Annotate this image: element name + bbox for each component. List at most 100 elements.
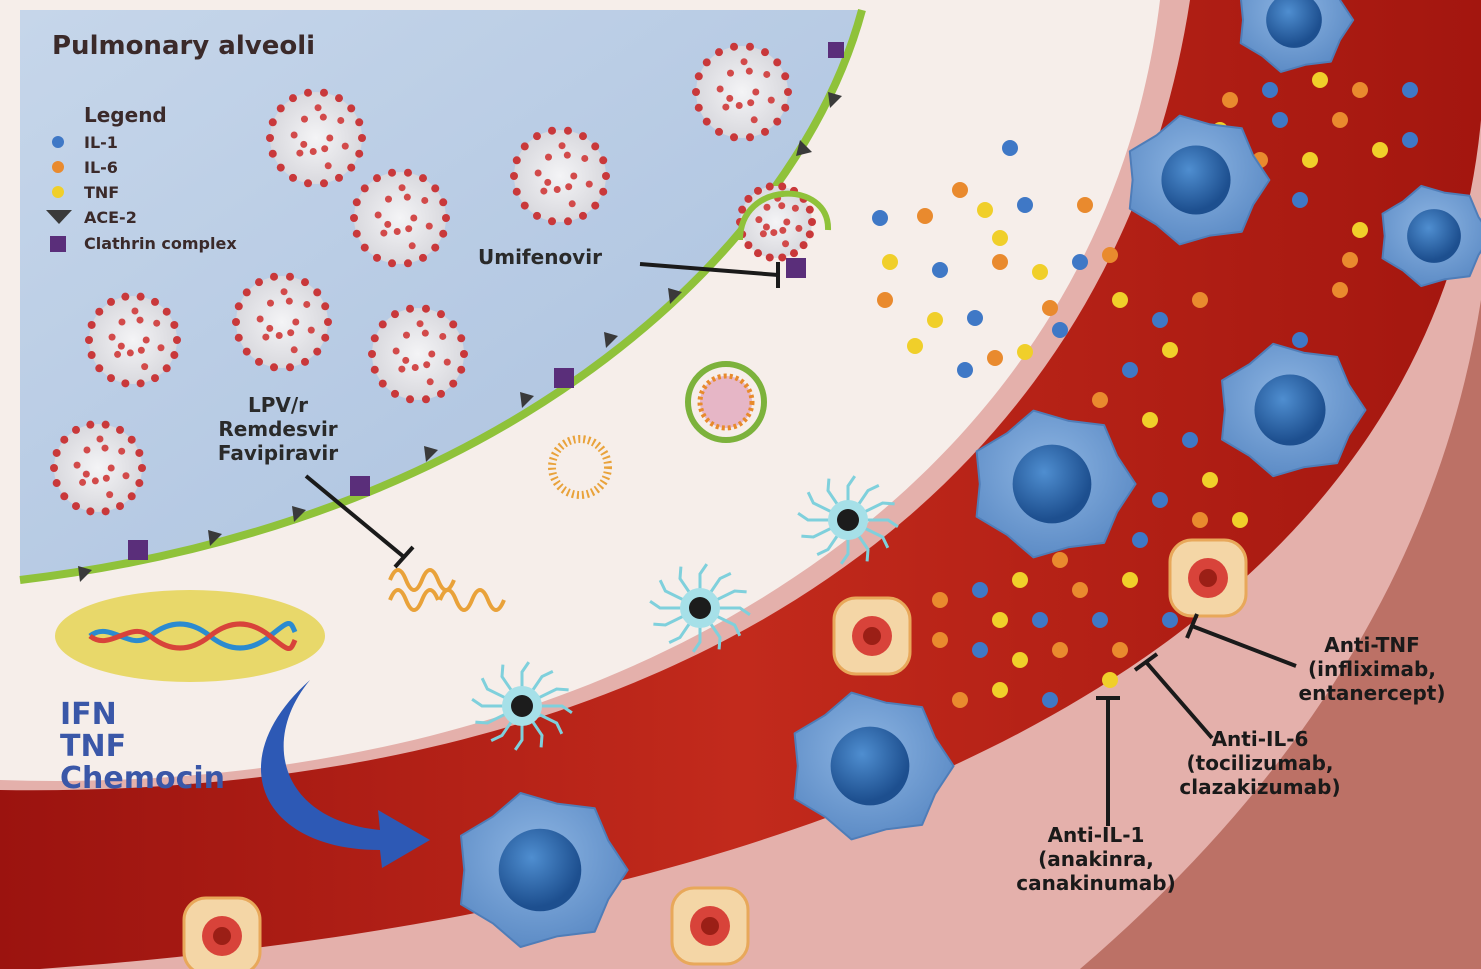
legend-clathrin-icon xyxy=(50,236,66,252)
signal-chemocin: Chemocin xyxy=(60,761,225,796)
cytokine-dot xyxy=(1042,692,1058,708)
cytokine-dot xyxy=(1012,572,1028,588)
cytokine-dot xyxy=(1192,292,1208,308)
cytokine-dot xyxy=(1032,612,1048,628)
cytokine-dot xyxy=(992,230,1008,246)
cytokine-dot xyxy=(1102,672,1118,688)
cytokine-dot xyxy=(917,208,933,224)
cytokine-dot xyxy=(952,692,968,708)
cytokine-dot xyxy=(992,682,1008,698)
cytokine-dot xyxy=(1232,512,1248,528)
anti-il6-drugs-2: clazakizumab) xyxy=(1179,775,1340,799)
cytokine-dot xyxy=(1162,342,1178,358)
anti-tnf-title: Anti-TNF xyxy=(1324,633,1420,657)
lymphocyte-icon xyxy=(834,598,910,674)
cytokine-dot xyxy=(1162,612,1178,628)
umifenovir-label: Umifenovir xyxy=(478,245,602,269)
signal-ifn: IFN xyxy=(60,697,117,732)
cytokine-dot xyxy=(1272,112,1288,128)
cytokine-dot xyxy=(932,632,948,648)
cytokine-dot xyxy=(1122,362,1138,378)
cytokine-dot xyxy=(1292,192,1308,208)
cytokine-dot xyxy=(1092,392,1108,408)
lpvr-label: LPV/r xyxy=(248,393,308,417)
cytokine-dot xyxy=(1072,254,1088,270)
cytokine-dot xyxy=(1182,432,1198,448)
cytokine-dot xyxy=(1352,82,1368,98)
anti-tnf-drugs-1: (infliximab, xyxy=(1308,657,1436,681)
cytokine-dot xyxy=(1292,332,1308,348)
cytokine-dot xyxy=(1102,247,1118,263)
cytokine-dot xyxy=(1052,552,1068,568)
anti-il6-title: Anti-IL-6 xyxy=(1212,727,1309,751)
anti-il6-drugs-1: (tocilizumab, xyxy=(1187,751,1334,775)
cytokine-dot xyxy=(1002,140,1018,156)
remdesivir-label: Remdesvir xyxy=(218,417,337,441)
cytokine-dot xyxy=(1152,312,1168,328)
cytokine-dot xyxy=(1012,652,1028,668)
signal-tnf: TNF xyxy=(60,729,126,764)
cytokine-dot xyxy=(1332,282,1348,298)
cytokine-dot xyxy=(1142,412,1158,428)
cytokine-dot xyxy=(1402,132,1418,148)
cytokine-dot xyxy=(927,312,943,328)
cytokine-dot xyxy=(1112,292,1128,308)
cytokine-dot xyxy=(1132,532,1148,548)
cytokine-dot xyxy=(1017,197,1033,213)
page-title: Pulmonary alveoli xyxy=(52,31,315,61)
cytokine-dot xyxy=(1302,152,1318,168)
cytokine-dot xyxy=(932,592,948,608)
cytokine-dot xyxy=(1077,197,1093,213)
anti-il1-drugs-1: (anakinra, xyxy=(1038,847,1154,871)
cytokine-dot xyxy=(992,254,1008,270)
anti-tnf-drugs-2: entanercept) xyxy=(1299,681,1446,705)
favipiravir-label: Favipiravir xyxy=(218,441,338,465)
cytokine-dot xyxy=(882,254,898,270)
cytokine-dot xyxy=(1032,264,1048,280)
cytokine-dot xyxy=(1052,322,1068,338)
legend-clathrin-label: Clathrin complex xyxy=(84,234,237,253)
cytokine-dot xyxy=(1192,512,1208,528)
cytokine-dot xyxy=(977,202,993,218)
cytokine-dot xyxy=(1017,344,1033,360)
anti-il1-title: Anti-IL-1 xyxy=(1048,823,1145,847)
cytokine-dot xyxy=(1152,492,1168,508)
lymphocyte-icon xyxy=(672,888,748,964)
cytokine-dot xyxy=(1222,92,1238,108)
legend-tnf-dot xyxy=(52,186,64,198)
cytokine-dot xyxy=(987,350,1003,366)
cytokine-dot xyxy=(1312,72,1328,88)
cytokine-dot xyxy=(872,210,888,226)
cytokine-dot xyxy=(1262,82,1278,98)
cytokine-dot xyxy=(1352,222,1368,238)
cytokine-dot xyxy=(877,292,893,308)
cytokine-dot xyxy=(952,182,968,198)
cytokine-dot xyxy=(992,612,1008,628)
lymphocyte-icon xyxy=(184,898,260,969)
cytokine-dot xyxy=(1402,82,1418,98)
cytokine-dot xyxy=(972,642,988,658)
legend-il1-label: IL-1 xyxy=(84,133,118,152)
legend-ace2-label: ACE-2 xyxy=(84,208,137,227)
cytokine-dot xyxy=(1122,572,1138,588)
cytokine-dot xyxy=(907,338,923,354)
cytokine-dot xyxy=(1372,142,1388,158)
cytokine-dot xyxy=(1052,642,1068,658)
cytokine-dot xyxy=(957,362,973,378)
legend-il6-label: IL-6 xyxy=(84,158,118,177)
cytokine-dot xyxy=(1072,582,1088,598)
cytokine-dot xyxy=(1042,300,1058,316)
cytokine-dot xyxy=(1092,612,1108,628)
cytokine-dot xyxy=(1112,642,1128,658)
cytokine-dot xyxy=(972,582,988,598)
legend-il6-dot xyxy=(52,161,64,173)
legend-il1-dot xyxy=(52,136,64,148)
dna-capsule xyxy=(55,590,325,682)
cytokine-dot xyxy=(1342,252,1358,268)
cytokine-dot xyxy=(1202,472,1218,488)
legend-heading: Legend xyxy=(84,103,167,127)
lymphocyte-icon xyxy=(1170,540,1246,616)
legend-tnf-label: TNF xyxy=(84,183,119,202)
cytokine-dot xyxy=(932,262,948,278)
